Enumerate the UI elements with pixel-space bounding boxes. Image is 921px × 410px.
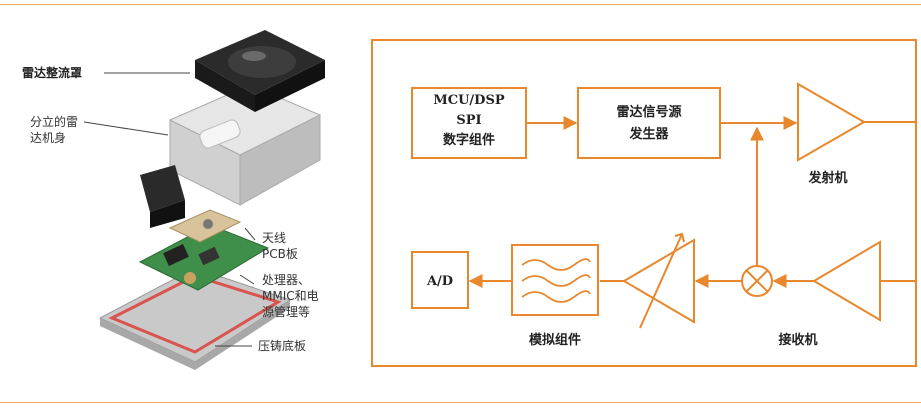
mcu-block (412, 88, 526, 158)
mixer (742, 266, 772, 296)
analog-filter-block (512, 245, 598, 315)
signal-source-label-line2: 发生器 (628, 126, 669, 142)
variable-gain-arrowhead (675, 234, 684, 242)
exploded-view-graphic (0, 0, 370, 406)
callout-processor: 处理器、 MMIC和电 源管理等 (262, 272, 319, 320)
callout-baseplate: 压铸底板 (258, 338, 306, 354)
analog-label: 模拟组件 (529, 332, 581, 348)
callout-housing: 分立的雷 达机身 (30, 114, 78, 146)
callout-antenna-pcb: 天线 PCB板 (262, 230, 298, 262)
receiver-label: 接收机 (778, 332, 817, 348)
variable-gain-slash (640, 234, 682, 328)
ad-label: A/D (426, 274, 453, 289)
mcu-label-line1: MCU/DSP (433, 93, 504, 108)
ad-block (412, 252, 468, 308)
transmitter-label: 发射机 (807, 170, 847, 186)
filter-waves (522, 259, 590, 302)
transmit-amplifier (798, 84, 864, 160)
mcu-label-line3: 数字组件 (443, 132, 495, 148)
radar-module-illustration: 雷达整流罩 分立的雷 达机身 天线 PCB板 处理器、 MMIC和电 源管理等 … (0, 0, 370, 406)
variable-gain-amplifier (624, 240, 694, 322)
callout-radome: 雷达整流罩 (22, 65, 82, 81)
receive-amplifier (814, 242, 880, 320)
diagram-frame (372, 40, 916, 366)
mcu-label-line2: SPI (456, 113, 481, 128)
signal-source-block (578, 88, 720, 158)
signal-source-label-line1: 雷达信号源 (616, 104, 681, 120)
